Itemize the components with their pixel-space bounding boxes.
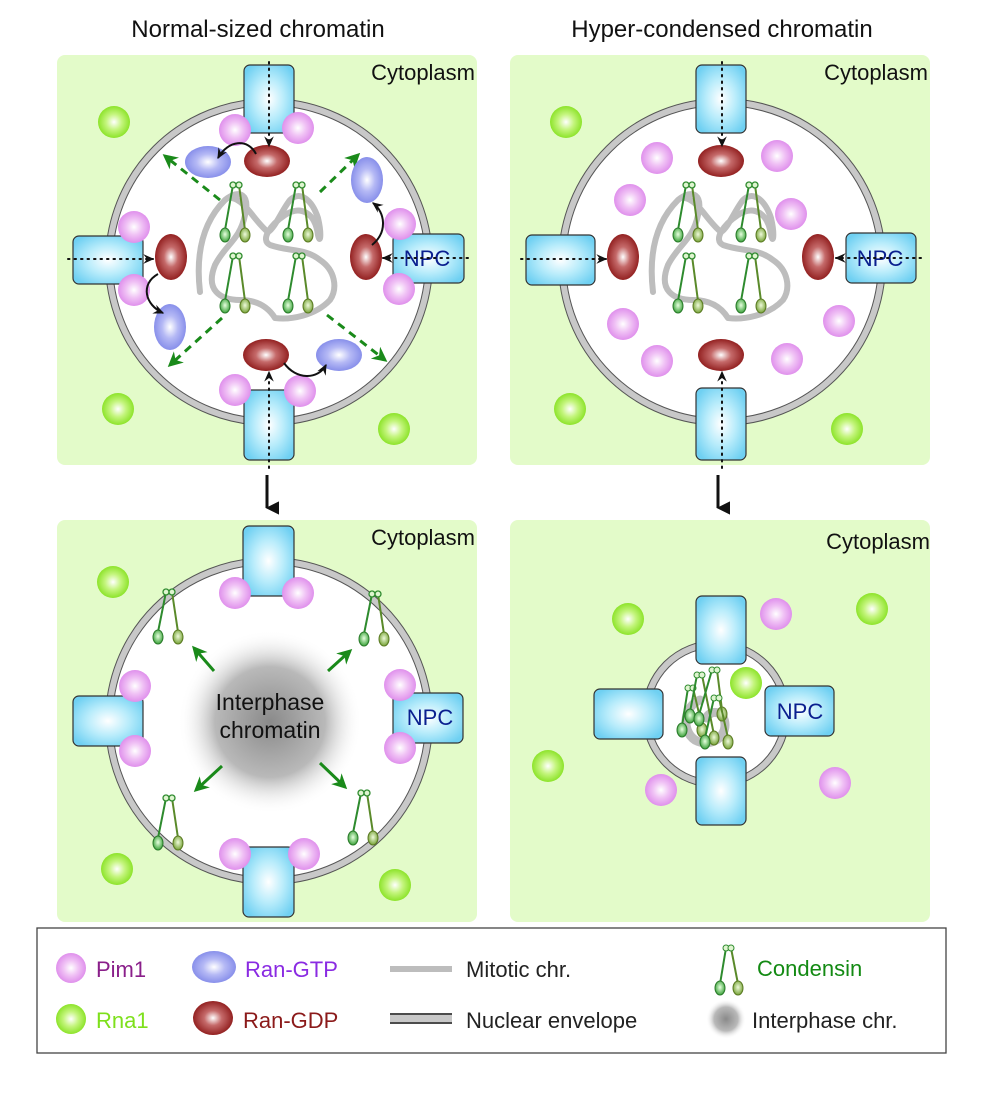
legend-interphase-chr-label: Interphase chr. <box>752 1008 898 1033</box>
pim1-group <box>119 577 416 870</box>
pim1-group <box>118 112 416 407</box>
title-hyper-condensed-chromatin: Hyper-condensed chromatin <box>571 16 873 43</box>
npc-bottom <box>242 846 295 918</box>
condensin-group <box>219 181 314 314</box>
ran-gdp-sphere-icon <box>193 1001 233 1035</box>
rna1-sphere-icon <box>101 853 133 885</box>
nuclear-envelope-line-icon <box>390 1013 452 1024</box>
rna1-sphere-icon <box>831 413 863 445</box>
ran-gtp-sphere-icon <box>192 951 236 983</box>
npc-right <box>392 692 464 744</box>
npc-top <box>695 64 747 134</box>
cytoplasm-label: Cytoplasm <box>826 529 930 554</box>
cytoplasm-label: Cytoplasm <box>371 60 475 85</box>
ran-gdp-group <box>607 145 834 371</box>
rna1-sphere-icon <box>98 106 130 138</box>
rna1-sphere-icon <box>97 566 129 598</box>
legend-ran-gdp-label: Ran-GDP <box>243 1008 338 1033</box>
condensin-group <box>672 181 767 314</box>
rna1-sphere-icon <box>554 393 586 425</box>
condensin-release-arrows <box>192 645 353 793</box>
rna1-sphere-icon <box>550 106 582 138</box>
legend-ran-gtp-label: Ran-GTP <box>245 957 338 982</box>
import-arrows <box>520 61 922 469</box>
rna1-sphere-icon <box>102 393 134 425</box>
npc-bottom <box>695 756 747 826</box>
pim1-group <box>645 598 851 806</box>
condensin-cluster <box>676 666 734 750</box>
import-arrows <box>67 61 469 469</box>
interphase-chromatin-label: chromatin <box>220 717 321 743</box>
pim1-group <box>607 140 855 377</box>
mitotic-chromatin <box>195 191 338 322</box>
title-normal-chromatin: Normal-sized chromatin <box>131 16 384 43</box>
npc-top <box>695 595 747 665</box>
condensin-group <box>152 588 390 851</box>
gtp-exchange-arrows <box>145 142 384 377</box>
rna1-sphere-icon <box>378 413 410 445</box>
npc-label: NPC <box>407 705 454 730</box>
npc-left <box>72 695 144 747</box>
ran-gtp-group <box>154 146 383 371</box>
npc-left <box>593 688 664 740</box>
rna1-sphere-icon <box>379 869 411 901</box>
mitotic-chromatin <box>648 191 791 322</box>
ran-gtp-diffusion-arrows <box>162 152 388 368</box>
pim1-sphere-icon <box>56 953 86 983</box>
legend-pim1-label: Pim1 <box>96 957 146 982</box>
rna1-sphere-icon <box>56 1004 86 1034</box>
rna1-group <box>532 593 888 782</box>
cytoplasm-label: Cytoplasm <box>371 525 475 550</box>
cytoplasm-label: Cytoplasm <box>824 60 928 85</box>
interphase-chromatin <box>178 630 362 814</box>
npc-right <box>764 685 835 737</box>
condensin-icon <box>714 944 744 996</box>
legend-condensin-label: Condensin <box>757 956 862 981</box>
npc-top <box>242 525 295 597</box>
legend-box <box>36 927 947 1054</box>
legend-mitotic-chr-label: Mitotic chr. <box>466 957 571 982</box>
legend-nuclear-envelope-label: Nuclear envelope <box>466 1008 637 1033</box>
npc-bottom <box>695 387 747 461</box>
interphase-chromatin-blob-icon <box>706 999 746 1039</box>
legend-rna1-label: Rna1 <box>96 1008 149 1033</box>
npc-label: NPC <box>777 699 824 724</box>
interphase-chromatin-label: Interphase <box>216 689 325 715</box>
